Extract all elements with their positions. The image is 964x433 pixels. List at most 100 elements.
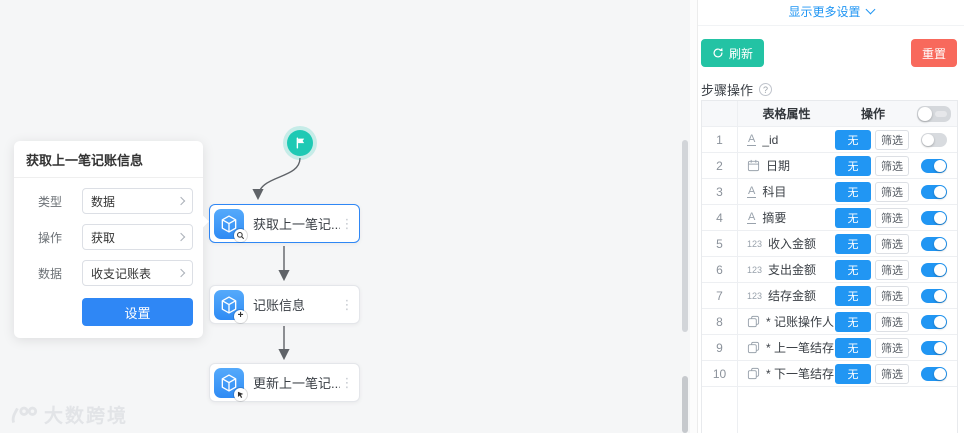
chevron-down-icon (865, 4, 875, 14)
text-field-icon: A (747, 184, 757, 198)
field-visible-toggle[interactable] (921, 184, 947, 199)
filter-none-button[interactable]: 无 (835, 311, 871, 332)
filter-none-button[interactable]: 无 (835, 207, 871, 228)
chevron-right-icon (176, 232, 186, 242)
field-name: * 下一笔结存 (766, 367, 835, 381)
field-visible-toggle[interactable] (921, 314, 947, 329)
table-header-row: 表格属性 操作 (702, 101, 957, 127)
filter-button[interactable]: 筛选 (875, 207, 909, 228)
row-number: 3 (702, 179, 738, 204)
show-more-settings-link[interactable]: 显示更多设置 (788, 2, 875, 20)
text-field-icon: A (747, 132, 757, 146)
row-number: 1 (702, 127, 738, 152)
watermark-text: 大数跨境 (44, 406, 129, 427)
filter-none-button[interactable]: 无 (835, 233, 871, 254)
refresh-icon (713, 47, 723, 58)
header-toggle[interactable] (917, 105, 951, 122)
filter-none-button[interactable]: 无 (835, 285, 871, 306)
chevron-right-icon (176, 268, 186, 278)
field-name: 结存金额 (768, 289, 817, 303)
field-row: 8* 记账操作人无筛选 (702, 309, 957, 335)
flag-icon (296, 137, 305, 149)
field-visible-toggle[interactable] (921, 158, 947, 173)
filter-button[interactable]: 筛选 (875, 129, 909, 150)
start-node[interactable] (287, 130, 313, 156)
card-pointer (196, 215, 209, 228)
filter-none-button[interactable]: 无 (835, 259, 871, 280)
help-icon[interactable]: ? (759, 83, 773, 96)
vertical-scrollbar[interactable] (682, 376, 688, 433)
type-select[interactable]: 数据 (82, 188, 193, 214)
filter-none-button[interactable]: 无 (835, 337, 871, 358)
field-visible-toggle[interactable] (921, 262, 947, 277)
relation-field-icon (747, 367, 760, 380)
field-row: 2 日期 无筛选 (702, 153, 957, 179)
filter-button[interactable]: 筛选 (875, 233, 909, 254)
field-visible-toggle[interactable] (921, 340, 947, 355)
field-visible-toggle[interactable] (921, 210, 947, 225)
date-field-icon (747, 159, 760, 172)
scroll-gutter (690, 0, 697, 433)
filter-none-button[interactable]: 无 (835, 155, 871, 176)
section-title: 步骤操作 (701, 83, 754, 98)
search-badge-icon (234, 228, 247, 242)
settings-panel: 显示更多设置 刷新 重置 步骤操作 ? 表格属性 操作 (697, 0, 964, 433)
field-visible-toggle[interactable] (921, 288, 947, 303)
field-name: * 记账操作人 (766, 315, 835, 329)
filter-button[interactable]: 筛选 (875, 181, 909, 202)
watermark-logo: 大数跨境 (8, 401, 128, 428)
field-name: 摘要 (762, 211, 787, 225)
select-value: 收支记账表 (91, 266, 152, 281)
row-number: 10 (702, 361, 738, 386)
field-visible-toggle[interactable] (921, 236, 947, 251)
flow-canvas[interactable]: 获取上一笔记... ⋮ + 记账信息 ⋮ (0, 0, 697, 433)
text-field-icon: A (747, 210, 757, 224)
vertical-scrollbar[interactable] (682, 140, 688, 332)
filter-button[interactable]: 筛选 (875, 155, 909, 176)
field-label: 操作 (38, 230, 63, 245)
column-header-property: 表格属性 (762, 107, 811, 121)
reset-button[interactable]: 重置 (910, 39, 957, 67)
data-source-select[interactable]: 收支记账表 (82, 260, 193, 286)
filter-button[interactable]: 筛选 (875, 311, 909, 332)
filter-button[interactable]: 筛选 (875, 363, 909, 384)
row-number: 2 (702, 153, 738, 178)
filter-button[interactable]: 筛选 (875, 285, 909, 306)
node-label: 记账信息 (253, 298, 306, 313)
row-number: 5 (702, 231, 738, 256)
table-filler (702, 387, 957, 433)
refresh-button[interactable]: 刷新 (701, 39, 765, 67)
filter-none-button[interactable]: 无 (835, 363, 871, 384)
field-label: 类型 (38, 194, 63, 209)
field-name: 支出金额 (768, 263, 817, 277)
field-name: _id (762, 132, 779, 147)
filter-button[interactable]: 筛选 (875, 337, 909, 358)
filter-none-button[interactable]: 无 (835, 181, 871, 202)
flow-node-get-record[interactable]: 获取上一笔记... ⋮ (209, 204, 360, 243)
filter-none-button[interactable]: 无 (835, 129, 871, 150)
field-row: 10 * 下一笔结存无筛选 (702, 361, 957, 387)
plus-badge-icon: + (234, 309, 247, 323)
field-visible-toggle[interactable] (921, 132, 947, 147)
operation-select[interactable]: 获取 (82, 224, 193, 250)
card-title: 获取上一笔记账信息 (14, 141, 203, 178)
node-menu-icon[interactable]: ⋮ (340, 296, 354, 312)
field-visible-toggle[interactable] (921, 366, 947, 381)
node-menu-icon[interactable]: ⋮ (340, 215, 354, 231)
flow-node-update-record[interactable]: 更新上一笔记... ⋮ (209, 363, 360, 402)
node-menu-icon[interactable]: ⋮ (340, 374, 354, 390)
number-field-icon: 123 (747, 238, 763, 249)
filter-button[interactable]: 筛选 (875, 259, 909, 280)
field-name: 日期 (766, 159, 791, 173)
field-name: 科目 (762, 185, 787, 199)
node-label: 获取上一笔记... (253, 217, 340, 232)
settings-button[interactable]: 设置 (82, 298, 193, 326)
flow-node-add-record[interactable]: + 记账信息 ⋮ (209, 285, 360, 324)
